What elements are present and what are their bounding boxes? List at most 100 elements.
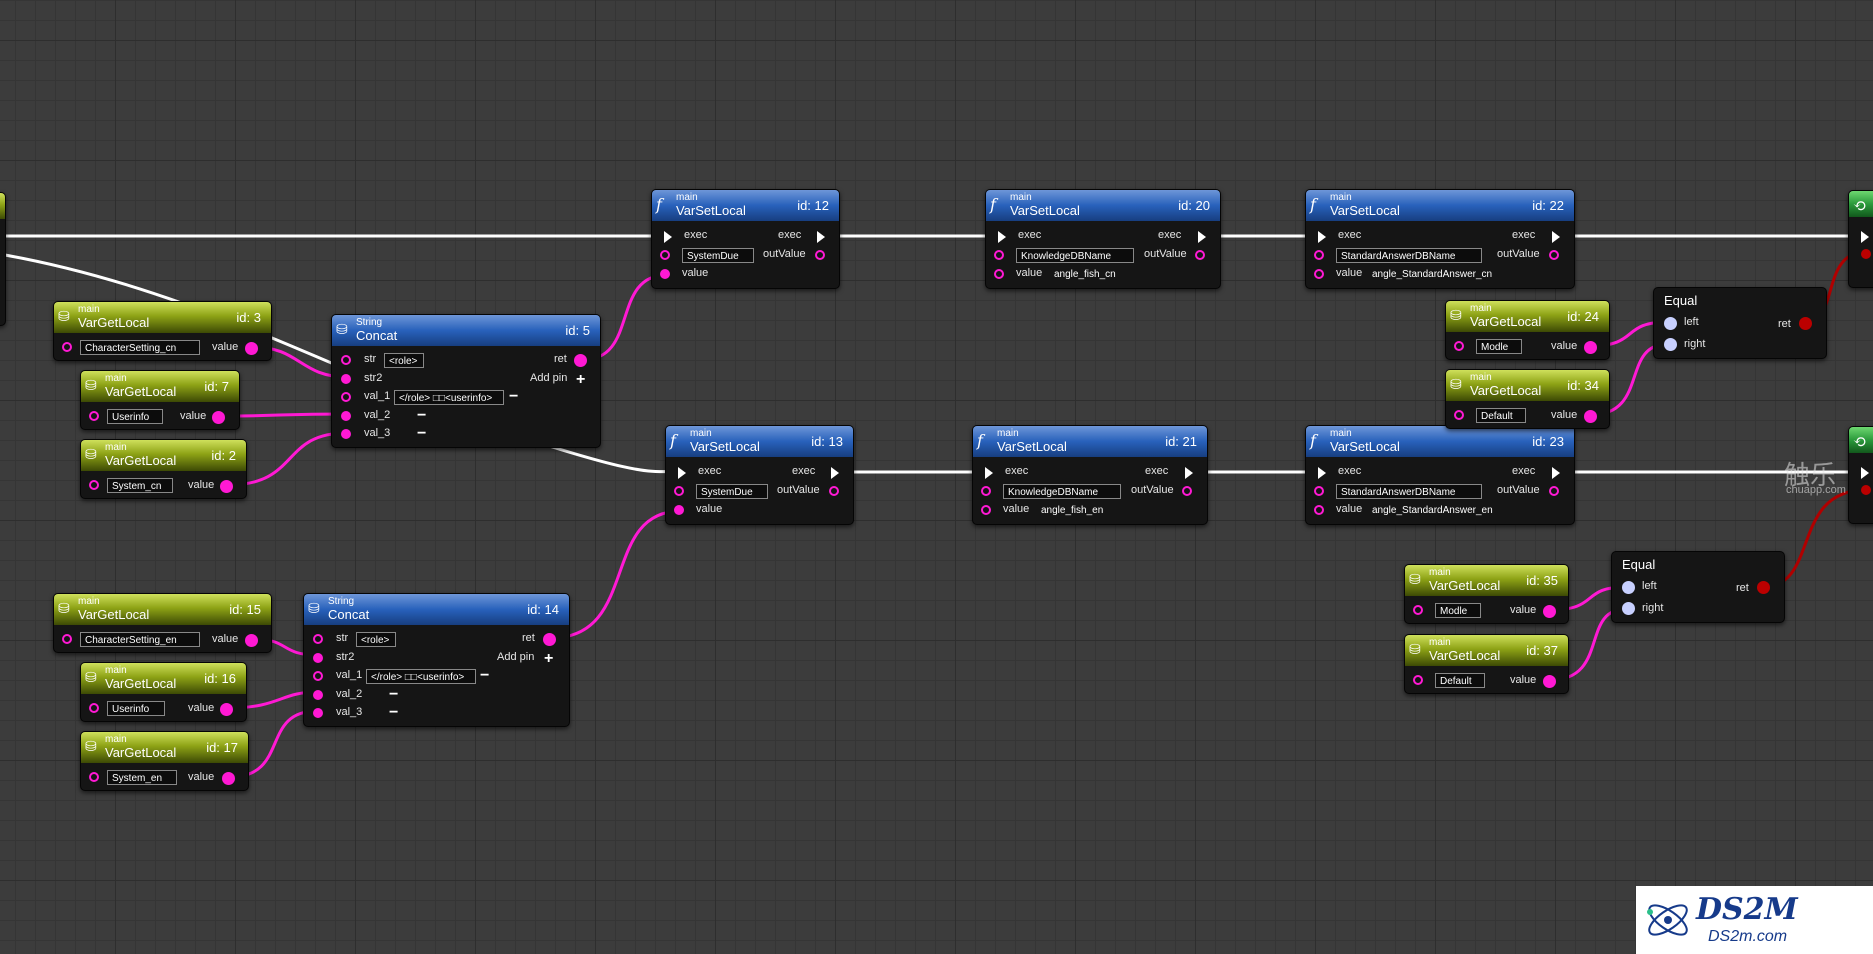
add-pin-button[interactable]: + [576,371,586,388]
value-out-pin[interactable] [212,411,225,424]
remove-pin-button[interactable]: − [417,425,427,442]
var-get-node-35[interactable]: ⛁ main VarGetLocal id: 35 Modle value [1404,564,1569,624]
str-field[interactable]: <role> [384,353,424,368]
var-name-pin[interactable] [1454,341,1464,351]
value-out-pin[interactable] [1584,341,1597,354]
name-field[interactable]: StandardAnswerDBName [1336,248,1482,263]
var-get-node-3[interactable]: ⛁ main VarGetLocal id: 3 CharacterSettin… [53,301,272,361]
var-name-field[interactable]: Modle [1435,603,1481,618]
exec-out-pin[interactable] [1185,467,1193,479]
val1-field[interactable]: </role> □□<userinfo> [366,669,476,684]
value-field[interactable]: angle_fish_en [1041,505,1104,516]
str2-in-pin[interactable] [341,374,351,384]
val1-field[interactable]: </role> □□<userinfo> [394,390,504,405]
concat-node-14[interactable]: ⛁ String Concat id: 14 str <role> ret st… [303,593,570,727]
name-field[interactable]: SystemDue [682,248,754,263]
ret-out-pin[interactable] [543,633,556,646]
value-in-pin[interactable] [994,269,1004,279]
var-get-node-17[interactable]: ⛁ main VarGetLocal id: 17 System_en valu… [80,731,249,791]
exec-in-pin[interactable] [1318,467,1326,479]
value-in-pin[interactable] [1314,505,1324,515]
value-in-pin[interactable] [1314,269,1324,279]
value-in-pin[interactable] [674,505,684,515]
name-pin[interactable] [981,486,991,496]
val2-in-pin[interactable] [341,411,351,421]
var-name-pin[interactable] [89,772,99,782]
var-name-pin[interactable] [89,411,99,421]
out-value-pin[interactable] [1549,486,1559,496]
var-name-field[interactable]: System_en [107,770,177,785]
exec-out-pin[interactable] [1198,231,1206,243]
var-name-field[interactable]: Modle [1476,339,1522,354]
value-out-pin[interactable] [245,342,258,355]
exec-in-pin[interactable] [678,467,686,479]
name-pin[interactable] [1314,486,1324,496]
left-in-pin[interactable] [1664,317,1677,330]
var-set-node-13[interactable]: f main VarSetLocal id: 13 exec exec Syst… [665,425,854,525]
val3-in-pin[interactable] [313,708,323,718]
str-in-pin[interactable] [341,355,351,365]
val1-in-pin[interactable] [341,392,351,402]
var-get-node-24[interactable]: ⛁ main VarGetLocal id: 24 Modle value [1445,300,1610,360]
str-field[interactable]: <role> [356,632,396,647]
bool-in-pin[interactable] [1861,485,1871,495]
str-in-pin[interactable] [313,634,323,644]
var-get-node-15[interactable]: ⛁ main VarGetLocal id: 15 CharacterSetti… [53,593,272,653]
var-get-node-7[interactable]: ⛁ main VarGetLocal id: 7 Userinfo value [80,370,240,430]
remove-pin-button[interactable]: − [417,407,427,424]
concat-node-5[interactable]: ⛁ String Concat id: 5 str <role> ret str… [331,314,601,448]
exec-in-pin[interactable] [985,467,993,479]
remove-pin-button[interactable]: − [480,667,490,684]
left-in-pin[interactable] [1622,581,1635,594]
name-pin[interactable] [994,250,1004,260]
var-name-pin[interactable] [62,634,72,644]
offscreen-node-right-1[interactable]: ⟲ [1848,190,1873,288]
var-get-node-37[interactable]: ⛁ main VarGetLocal id: 37 Default value [1404,634,1569,694]
remove-pin-button[interactable]: − [509,388,519,405]
equal-node-1[interactable]: Equal left ret right [1653,287,1827,359]
name-field[interactable]: KnowledgeDBName [1003,484,1121,499]
name-pin[interactable] [660,250,670,260]
out-value-pin[interactable] [1549,250,1559,260]
exec-out-pin[interactable] [1552,231,1560,243]
var-get-node-34[interactable]: ⛁ main VarGetLocal id: 34 Default value [1445,369,1610,429]
value-field[interactable]: angle_StandardAnswer_en [1372,505,1493,516]
val3-in-pin[interactable] [341,429,351,439]
name-pin[interactable] [1314,250,1324,260]
var-set-node-12[interactable]: f main VarSetLocal id: 12 exec exec Syst… [651,189,840,289]
var-name-field[interactable]: CharacterSetting_en [80,632,200,647]
exec-out-pin[interactable] [1552,467,1560,479]
equal-node-2[interactable]: Equal left ret right [1611,551,1785,623]
value-in-pin[interactable] [660,269,670,279]
value-out-pin[interactable] [1543,605,1556,618]
var-name-pin[interactable] [62,342,72,352]
name-field[interactable]: StandardAnswerDBName [1336,484,1482,499]
var-name-field[interactable]: Userinfo [107,701,165,716]
out-value-pin[interactable] [1182,486,1192,496]
exec-in-pin[interactable] [1318,231,1326,243]
exec-in-pin[interactable] [998,231,1006,243]
val1-in-pin[interactable] [313,671,323,681]
var-name-pin[interactable] [89,480,99,490]
var-set-node-20[interactable]: f main VarSetLocal id: 20 exec exec Know… [985,189,1221,289]
remove-pin-button[interactable]: − [389,686,399,703]
exec-in-pin[interactable] [1861,467,1869,479]
exec-in-pin[interactable] [664,231,672,243]
var-name-field[interactable]: System_cn [107,478,173,493]
name-field[interactable]: SystemDue [696,484,768,499]
right-in-pin[interactable] [1664,338,1677,351]
var-name-pin[interactable] [1454,410,1464,420]
out-value-pin[interactable] [1195,250,1205,260]
offscreen-node-left[interactable] [0,192,6,326]
var-set-node-23[interactable]: f main VarSetLocal id: 23 exec exec Stan… [1305,425,1575,525]
value-out-pin[interactable] [220,480,233,493]
var-name-field[interactable]: Default [1476,408,1526,423]
str2-in-pin[interactable] [313,653,323,663]
value-out-pin[interactable] [245,634,258,647]
var-get-node-16[interactable]: ⛁ main VarGetLocal id: 16 Userinfo value [80,662,247,722]
value-out-pin[interactable] [220,703,233,716]
exec-in-pin[interactable] [1861,231,1869,243]
remove-pin-button[interactable]: − [389,704,399,721]
var-name-pin[interactable] [89,703,99,713]
right-in-pin[interactable] [1622,602,1635,615]
